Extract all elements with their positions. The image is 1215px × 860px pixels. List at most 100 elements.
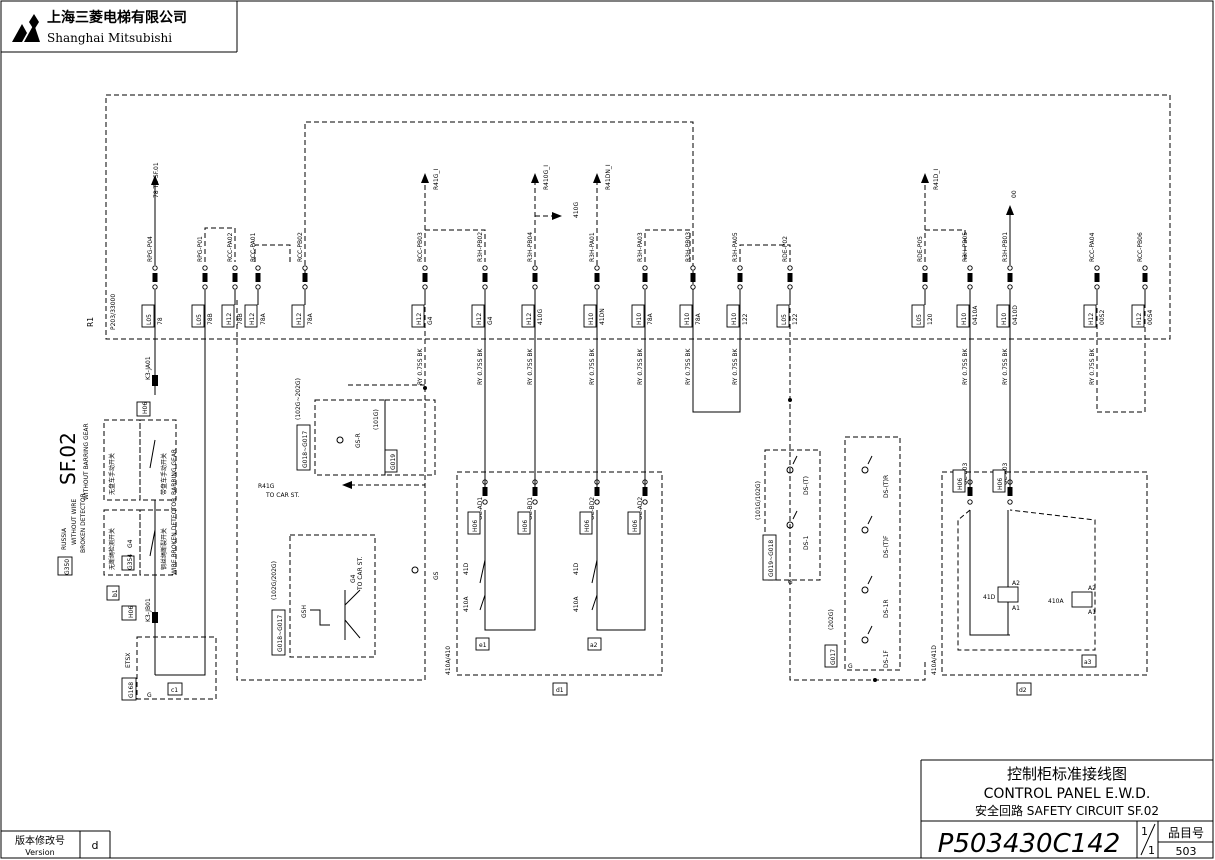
k3-jb01: K3-JB01 — [145, 598, 152, 622]
russia: RUSSIA — [61, 527, 68, 550]
terminal-wire: 78 — [157, 317, 164, 325]
ds-switch: DS-1F — [861, 625, 890, 668]
terminal-wire: 78A — [307, 312, 314, 325]
terminal-pin: L05 — [781, 314, 788, 325]
page-bottom: 1 — [1148, 844, 1155, 857]
terminal-wire: 78B — [237, 313, 244, 325]
d1-h06: H06 — [632, 520, 639, 532]
gsh: GSH — [301, 605, 308, 618]
d2-conn-label: UC-B03 — [962, 463, 969, 485]
ds-switch-label: DS-(T) — [803, 476, 810, 495]
mitsubishi-logo-icon — [12, 14, 40, 42]
arrow-r41g: R41G_I — [433, 169, 440, 190]
sheet-code: SF.02 — [56, 432, 80, 485]
terminal-connector: R3H-PA03 — [637, 232, 644, 262]
terminal-pin: H10 — [1001, 313, 1008, 325]
company-name-cn: 上海三菱电梯有限公司 — [47, 9, 187, 26]
ds-g-right: G — [848, 663, 853, 670]
wire-spec: RY 0.75S BK — [685, 347, 692, 385]
wire-spec: RY 0.75S BK — [417, 347, 424, 385]
revision-label-cn: 版本修改号 — [15, 834, 65, 847]
label-101g: (101G) — [373, 409, 380, 430]
terminal-connector: RDE-P05 — [917, 236, 924, 262]
without-barring: WITHOUT BARRING GEAR — [83, 423, 90, 500]
wire-spec: RY 0.75S BK — [732, 347, 739, 385]
terminal-pin: L05 — [196, 314, 203, 325]
arrow-r410g: R410G_I — [543, 165, 550, 190]
coil-410a: 410A — [1048, 598, 1064, 605]
d2-h06: H06 — [957, 478, 964, 490]
wire-spec: RY 0.75S BK — [589, 347, 596, 385]
terminal-wire: 0410A — [972, 305, 979, 325]
ds-switch: DS-(T) — [786, 455, 810, 495]
terminal-wire: 122 — [742, 313, 749, 325]
terminal-connector: RCC-PB03 — [417, 232, 424, 262]
label-102g: (102G~202G) — [295, 378, 302, 420]
d1-410a-a: 410A — [463, 596, 470, 612]
d1-conn-label: UC-AD2 — [637, 497, 644, 520]
without-wire: WITHOUT WIRE — [71, 499, 78, 545]
terminal-connector: RDE-P02 — [782, 236, 789, 262]
terminal-wire: 00S2 — [1099, 310, 1106, 325]
a3: a3 — [1084, 659, 1092, 666]
terminal-connector: RPG-P04 — [147, 236, 154, 262]
terminal-connector: RCC-PB02 — [297, 232, 304, 262]
ds-switch: DS-1R — [861, 575, 890, 618]
terminal-wire: 410G — [537, 309, 544, 325]
terminal-connector: RCC-PB06 — [1137, 232, 1144, 262]
ds-switch-label: DS-(T)R — [883, 475, 890, 498]
terminal-pin: H10 — [684, 313, 691, 325]
coil1-a1: A1 — [1012, 605, 1020, 612]
label-102g2: (102G/202G) — [271, 561, 278, 600]
barring-cn2: 带盘车手动开关 — [160, 453, 168, 495]
terminal-wire: 120 — [927, 313, 934, 325]
d1-h06: H06 — [472, 520, 479, 532]
ds-g-left: G — [788, 579, 793, 586]
ds-switch-label: DS-(T)F — [883, 535, 890, 558]
d2: d2 — [1019, 687, 1027, 694]
terminal-connector: RCC-PA04 — [1089, 232, 1096, 262]
d1-side: 410A/410 — [445, 646, 452, 675]
d1-conn-label: UC-AD1 — [477, 497, 484, 520]
g019: G019 — [390, 454, 397, 470]
g354: G354 — [127, 554, 134, 570]
terminal-connector: R3H-PA01 — [589, 232, 596, 262]
terminal-pin: H12 — [1136, 313, 1143, 325]
e1: e1 — [479, 642, 487, 649]
terminal-connector: RPG-P01 — [197, 236, 204, 262]
d1-conn-label: UC-BD1 — [527, 497, 534, 520]
gs-label: GS — [433, 571, 440, 580]
arrow-410g: 410G — [573, 202, 580, 218]
left-section: K3-JA01 H06 WITHOUT BARRING GEAR 无盘车手动开关… — [57, 300, 217, 701]
company-header: 上海三菱电梯有限公司 Shanghai Mitsubishi — [1, 1, 238, 53]
broken-detector: BROKEN DETECTOR — [80, 493, 87, 553]
ds-switch-label: DS-1F — [883, 650, 890, 668]
a2: a2 — [590, 642, 598, 649]
ds-section: G019~G018 (101G/102G) G G017 (202G) G DS… — [755, 300, 926, 682]
gs-section: G018~G017 (102G~202G) (101G) GS-R G019 R… — [236, 300, 440, 681]
d1: d1 — [556, 687, 564, 694]
g017: G017 — [830, 649, 837, 665]
ds-switch: DS-(T)R — [861, 455, 890, 498]
terminal-connector: RCC-PA02 — [227, 232, 234, 262]
k3-ja01: K3-JA01 — [145, 356, 152, 380]
arrow-r41dn: R41DN_I — [605, 164, 612, 190]
terminal-pin: H12 — [1088, 313, 1095, 325]
coil-41d: 41D — [983, 594, 996, 601]
ds-switch-label: DS-1 — [803, 535, 810, 550]
g019-g018: G019~G018 — [768, 540, 775, 577]
wire-spec: RY 0.75S BK — [1002, 347, 1009, 385]
page-top: 1 — [1141, 825, 1148, 838]
